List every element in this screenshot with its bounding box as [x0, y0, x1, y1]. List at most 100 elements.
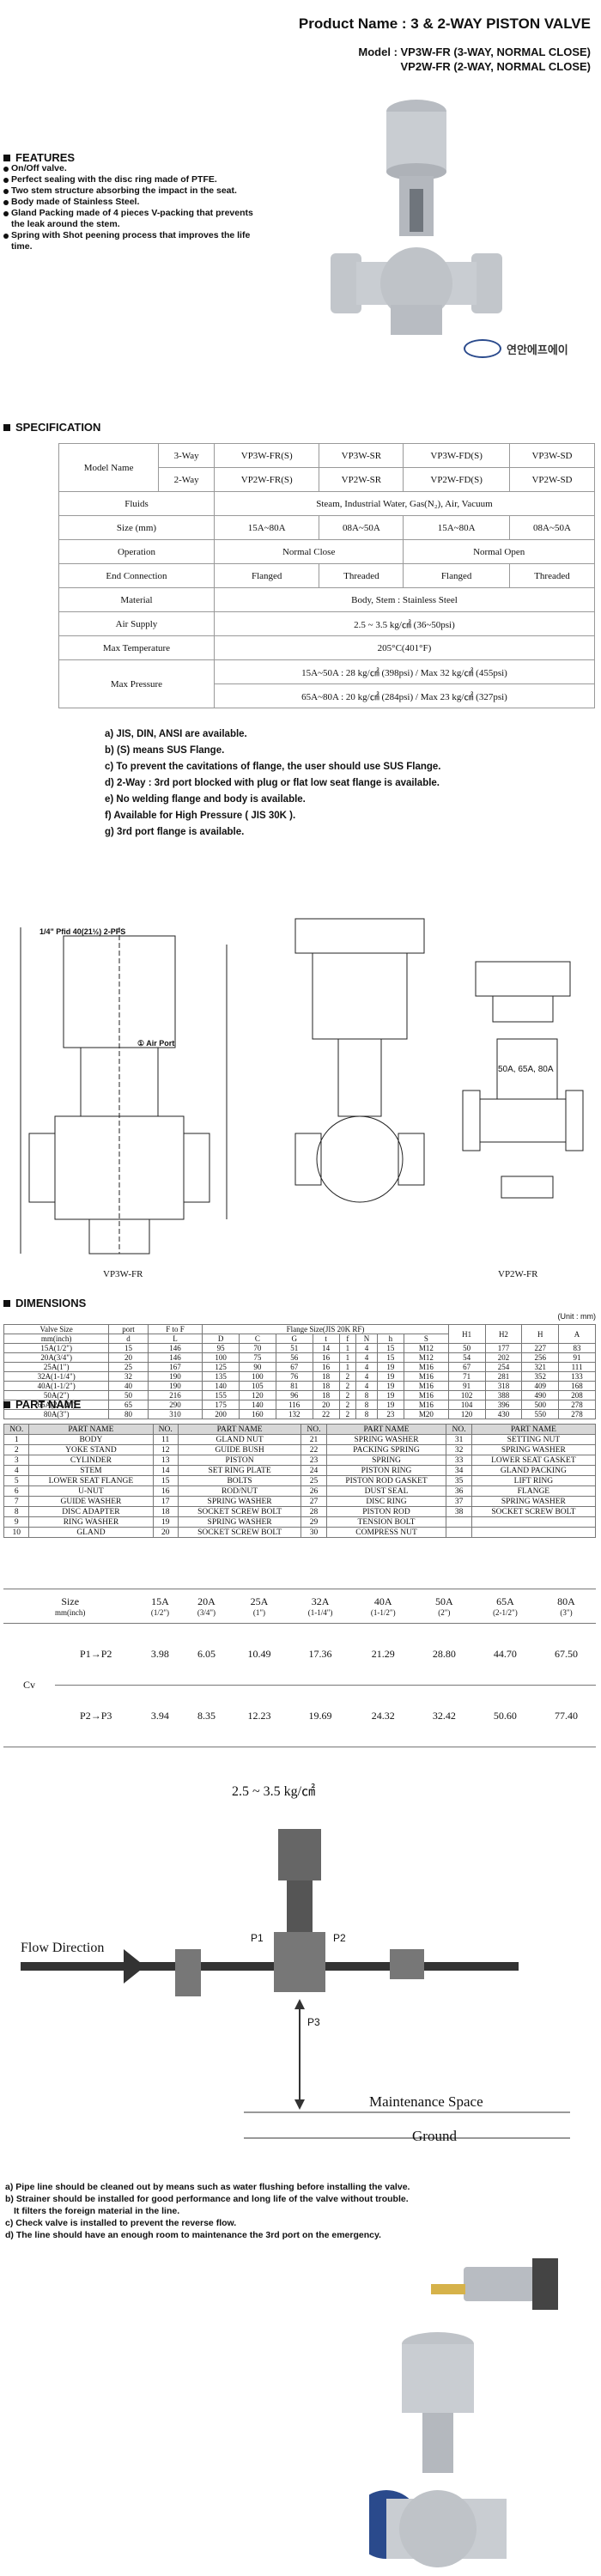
part-cell: 23 [300, 1455, 327, 1466]
part-cell: 28 [300, 1506, 327, 1517]
dim-cell: 281 [484, 1371, 523, 1382]
dim-cell: 8 [355, 1400, 378, 1410]
dim-cell: 550 [521, 1409, 560, 1419]
part-cell: GLAND PACKING [470, 1465, 597, 1476]
install-p2: P2 [333, 1932, 346, 1944]
drawing-sizes: 50A, 65A, 80A [498, 1065, 554, 1074]
part-cell: 29 [300, 1516, 327, 1528]
dim-cell: 2 [338, 1371, 357, 1382]
part-cell: LOWER SEAT GASKET [470, 1455, 597, 1466]
dim-cell: 278 [558, 1409, 596, 1419]
part-cell: PACKING SPRING [325, 1444, 447, 1455]
part-cell: 19 [152, 1516, 179, 1528]
dim-cell: 20 [108, 1352, 149, 1363]
dim-cell: 95 [202, 1343, 240, 1353]
dim-cell: 321 [521, 1362, 560, 1372]
part-cell: PISTON [177, 1455, 302, 1466]
part-cell: SOCKET SCREW BOLT [177, 1527, 302, 1538]
dim-cell: 32A(1-1/4") [3, 1371, 110, 1382]
dim-cell: 155 [202, 1390, 240, 1400]
dim-cell: 318 [484, 1381, 523, 1391]
part-cell: 9 [3, 1516, 30, 1528]
part-cell: PISTON ROD GASKET [325, 1475, 447, 1486]
dim-cell: 100 [202, 1352, 240, 1363]
part-cell: 38 [446, 1506, 472, 1517]
part-cell: 24 [300, 1465, 327, 1476]
dim-cell: 146 [147, 1343, 203, 1353]
part-cell: 32 [446, 1444, 472, 1455]
part-cell: 30 [300, 1527, 327, 1538]
install-notes: a) Pipe line should be cleaned out by me… [5, 2182, 410, 2240]
dim-cell: 135 [202, 1371, 240, 1382]
dim-cell: 19 [376, 1362, 404, 1372]
dim-cell: 208 [558, 1390, 596, 1400]
dim-cell: 8 [355, 1390, 378, 1400]
dim-cell: 430 [484, 1409, 523, 1419]
part-cell: CYLINDER [28, 1455, 154, 1466]
part-cell: 2 [3, 1444, 30, 1455]
part-cell: 16 [152, 1485, 179, 1497]
part-cell: PISTON RING [325, 1465, 447, 1476]
install-p3: P3 [307, 2016, 320, 2028]
part-cell: U-NUT [28, 1485, 154, 1497]
dim-cell: 14 [312, 1343, 340, 1353]
part-cell: 37 [446, 1496, 472, 1507]
part-cell: 17 [152, 1496, 179, 1507]
dim-cell: 51 [275, 1343, 313, 1353]
part-cell: GLAND [28, 1527, 154, 1538]
dim-cell: 71 [447, 1371, 486, 1382]
installation-diagram [21, 1829, 570, 2139]
dim-cell: 18 [312, 1371, 340, 1382]
install-maint: Maintenance Space [369, 2093, 483, 2110]
part-cell [446, 1516, 472, 1528]
dim-cell: M16 [403, 1371, 449, 1382]
features-heading: FEATURES [3, 151, 75, 164]
dim-cell: 4 [355, 1343, 378, 1353]
dim-cell: 15 [376, 1352, 404, 1363]
part-cell: 27 [300, 1496, 327, 1507]
part-cell: 12 [152, 1444, 179, 1455]
dim-cell: 19 [376, 1390, 404, 1400]
dim-cell: 67 [275, 1362, 313, 1372]
dim-cell: 80A(3") [3, 1409, 110, 1419]
dim-cell: 83 [558, 1343, 596, 1353]
part-cell: SPRING WASHER [325, 1434, 447, 1445]
dim-cell: 278 [558, 1400, 596, 1410]
port-note: 1/4" Pfid 40(21½) 2-PFS [39, 927, 126, 936]
dim-cell: 388 [484, 1390, 523, 1400]
dim-cell: 22 [312, 1409, 340, 1419]
dim-cell: 132 [275, 1409, 313, 1419]
air-port-note: ① Air Port [137, 1039, 175, 1048]
part-cell: 36 [446, 1485, 472, 1497]
part-cell: SPRING [325, 1455, 447, 1466]
part-cell [446, 1527, 472, 1538]
spec-notes: a) JIS, DIN, ANSI are available.b) (S) m… [105, 729, 441, 837]
part-cell: 11 [152, 1434, 179, 1445]
dim-cell: 167 [147, 1362, 203, 1372]
install-flow: Flow Direction [21, 1941, 105, 1955]
dim-cell: 70 [239, 1343, 276, 1353]
part-cell: 25 [300, 1475, 327, 1486]
dim-cell: M12 [403, 1343, 449, 1353]
part-cell: 15 [152, 1475, 179, 1486]
dim-cell: 227 [521, 1343, 560, 1353]
dim-cell: 2 [338, 1390, 357, 1400]
dim-cell: 2 [338, 1400, 357, 1410]
dim-cell: 352 [521, 1371, 560, 1382]
dim-cell: 102 [447, 1390, 486, 1400]
part-cell: 22 [300, 1444, 327, 1455]
part-cell: 14 [152, 1465, 179, 1476]
dim-cell: 116 [275, 1400, 313, 1410]
dim-cell: 56 [275, 1352, 313, 1363]
valve-photo [331, 100, 502, 335]
